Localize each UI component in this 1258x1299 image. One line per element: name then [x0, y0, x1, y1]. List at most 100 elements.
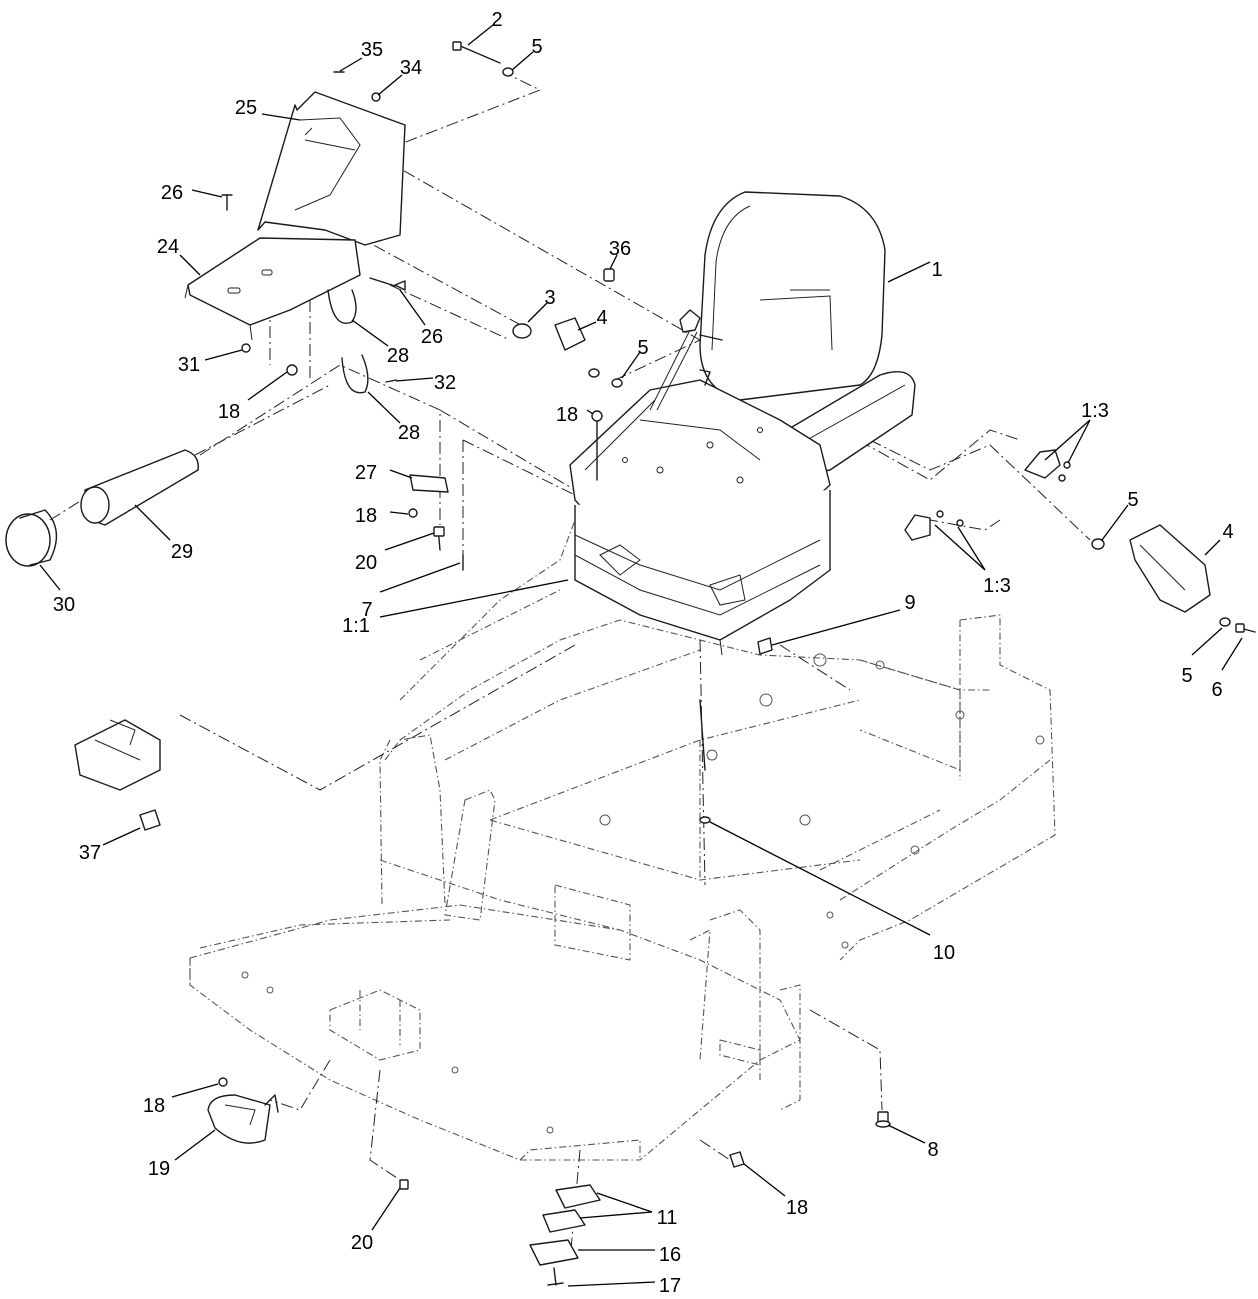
- callout-c19: 19: [148, 1158, 170, 1180]
- callout-c18c: 18: [355, 505, 377, 527]
- callout-c18e: 18: [786, 1197, 808, 1219]
- leader-line-c19: [174, 1129, 216, 1161]
- leader-line-c37: [102, 827, 141, 846]
- leader-line-c8: [887, 1124, 926, 1144]
- leader-line-c20b: [371, 1187, 401, 1231]
- callout-c18d: 18: [143, 1095, 165, 1117]
- leader-line-c5a: [511, 51, 534, 71]
- leader-line-c1-3b-branch-0: [957, 526, 986, 571]
- callout-layer: 1234455556789101116171818181818192020242…: [39, 9, 1243, 1297]
- horn-assembly: [207, 1077, 279, 1144]
- callout-c29: 29: [171, 541, 193, 563]
- callout-c2: 2: [491, 9, 502, 31]
- leader-line-c11: [596, 1192, 653, 1213]
- leader-line-c18d: [171, 1083, 219, 1098]
- leader-line-c5c: [1101, 504, 1129, 541]
- callout-c31: 31: [178, 354, 200, 376]
- callout-c6: 6: [1211, 679, 1222, 701]
- callout-c20a: 20: [355, 552, 377, 574]
- callout-c9: 9: [904, 592, 915, 614]
- callout-c18a: 18: [556, 404, 578, 426]
- leader-line-c24: [179, 254, 201, 276]
- leader-line-c18e: [743, 1163, 786, 1197]
- assembly-lines: [49, 72, 1091, 1261]
- leader-line-c18a: [586, 409, 594, 415]
- callout-c5c: 5: [1127, 489, 1138, 511]
- callout-c18b: 18: [218, 401, 240, 423]
- callout-c1: 1: [931, 259, 942, 281]
- callout-c4a: 4: [596, 307, 607, 329]
- callout-c5a: 5: [531, 36, 542, 58]
- callout-c1-3b: 1:3: [983, 575, 1011, 597]
- callout-c28a: 28: [387, 345, 409, 367]
- leader-line-c30: [39, 564, 61, 591]
- leader-line-c18b: [247, 371, 288, 401]
- machine-frame: [189, 519, 1056, 1161]
- callout-c30: 30: [53, 594, 75, 616]
- leader-line-c28b: [367, 391, 401, 424]
- leader-line-c10: [709, 821, 931, 936]
- leader-line-c35: [339, 57, 363, 72]
- leader-line-c31: [204, 349, 243, 361]
- callout-c4b: 4: [1222, 521, 1233, 543]
- leader-line-c36: [609, 254, 618, 270]
- callout-c1-3a: 1:3: [1081, 400, 1109, 422]
- leader-line-c11-branch-0: [579, 1211, 653, 1219]
- fasteners: [408, 410, 773, 824]
- callout-c10: 10: [933, 942, 955, 964]
- callout-c32: 32: [434, 372, 456, 394]
- leader-line-c2: [467, 24, 494, 46]
- callout-c16: 16: [659, 1244, 681, 1266]
- leader-line-c5b: [621, 351, 641, 379]
- leader-line-c1-3a-branch-0: [1067, 419, 1091, 464]
- leader-line-c32: [395, 377, 434, 382]
- callout-c27: 27: [355, 462, 377, 484]
- lower-hardware: [399, 1111, 891, 1286]
- leader-line-c9: [771, 609, 901, 646]
- callout-c37: 37: [79, 842, 101, 864]
- leader-line-c3: [527, 302, 548, 323]
- callout-c28b: 28: [398, 422, 420, 444]
- leader-line-c27: [389, 469, 413, 479]
- leader-line-c20a: [384, 532, 435, 551]
- callout-c26b: 26: [421, 326, 443, 348]
- leader-line-c1-3a: [1044, 419, 1091, 461]
- callout-c8: 8: [927, 1139, 938, 1161]
- callout-c7: 7: [361, 599, 372, 621]
- leader-line-c26b: [399, 289, 426, 326]
- leader-line-c29: [134, 504, 171, 541]
- leader-line-c4a: [577, 321, 597, 331]
- callout-c24: 24: [157, 236, 179, 258]
- leader-line-c18c: [389, 511, 409, 515]
- bracket-assembly: [184, 41, 514, 394]
- callout-c25: 25: [235, 97, 257, 119]
- callout-c35: 35: [361, 39, 383, 61]
- seat-belt-left-hardware: [512, 268, 623, 388]
- leader-line-c17: [567, 1281, 656, 1287]
- callout-c34: 34: [400, 57, 422, 79]
- leader-line-c1-3b: [934, 524, 986, 571]
- leader-line-c1-1: [379, 579, 569, 618]
- leader-line-c4b: [1204, 539, 1221, 556]
- leader-line-c6: [1221, 637, 1243, 671]
- leader-line-c26a: [191, 189, 223, 198]
- operator-seat: [569, 191, 916, 656]
- callout-c26a: 26: [161, 182, 183, 204]
- callout-c3: 3: [544, 287, 555, 309]
- callout-c5d: 5: [1181, 665, 1192, 687]
- leader-line-c5d: [1191, 627, 1223, 656]
- callout-c11: 11: [657, 1207, 678, 1229]
- control-module: [74, 719, 161, 831]
- leader-line-c1: [887, 261, 931, 283]
- leader-line-c7: [379, 562, 461, 593]
- callout-c1-1: 1:1: [342, 615, 370, 637]
- tube-parts: [5, 449, 199, 567]
- leader-line-c28a: [351, 319, 389, 347]
- callout-c36: 36: [609, 238, 631, 260]
- leader-line-c34: [377, 74, 403, 96]
- seat-belt-right-hardware: [904, 449, 1256, 633]
- callout-c5b: 5: [637, 337, 648, 359]
- callout-c17: 17: [659, 1275, 681, 1297]
- callout-c20b: 20: [351, 1232, 373, 1254]
